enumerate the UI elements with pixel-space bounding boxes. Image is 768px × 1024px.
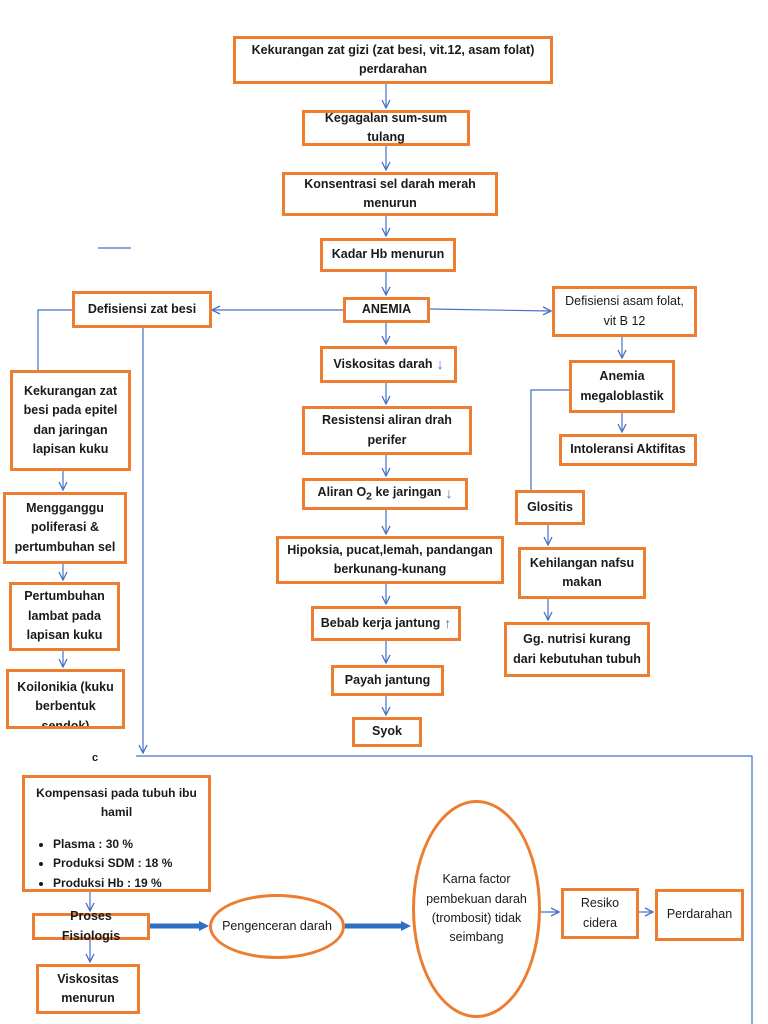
- node-kekurangan-zat-gizi: Kekurangan zat gizi (zat besi, vit.12, a…: [233, 36, 553, 84]
- node-resistensi-aliran: Resistensi aliran drah perifer: [302, 406, 472, 455]
- node-pengenceran-darah: Pengenceran darah: [209, 894, 345, 959]
- node-kegagalan-sumsum: Kegagalan sum-sum tulang: [302, 110, 470, 146]
- list-item: Plasma : 30 %: [53, 835, 200, 854]
- node-kehilangan-nafsu-makan: Kehilangan nafsu makan: [518, 547, 646, 599]
- kompensasi-title: Kompensasi pada tubuh ibu hamil: [36, 786, 197, 819]
- edge-n06-n15: [37, 309, 72, 370]
- down-arrow-icon: ↓: [436, 355, 444, 372]
- node-kompensasi-ibu-hamil: Kompensasi pada tubuh ibu hamil Plasma :…: [22, 775, 211, 892]
- node-proses-fisiologis: Proses Fisiologis: [32, 909, 150, 943]
- node-kadar-hb: Kadar Hb menurun: [320, 238, 456, 272]
- node-glositis: Glositis: [515, 490, 585, 525]
- node-kekurangan-zat-besi-epitel: Kekurangan zat besi pada epitel dan jari…: [10, 370, 131, 471]
- node-beban-kerja-jantung: Bebab kerja jantung↑: [311, 606, 461, 641]
- node-konsentrasi-sdm: Konsentrasi sel darah merah menurun: [282, 172, 498, 216]
- edge-n05-n07: [429, 309, 551, 311]
- up-arrow-icon: ↑: [444, 614, 452, 631]
- node-defisiensi-zat-besi: Defisiensi zat besi: [72, 291, 212, 328]
- node-viskositas-darah: Viskositas darah↓: [320, 346, 457, 383]
- node-resiko-cidera: Resiko cidera: [561, 888, 639, 939]
- node-syok: Syok: [352, 717, 422, 747]
- down-arrow-icon: ↓: [445, 485, 453, 502]
- node-pertumbuhan-lambat: Pertumbuhan lambat pada lapisan kuku: [9, 582, 120, 651]
- node-payah-jantung: Payah jantung: [331, 665, 444, 696]
- node-anemia: ANEMIA: [343, 297, 430, 323]
- node-defisiensi-asam-folat: Defisiensi asam folat, vit B 12: [552, 286, 697, 337]
- kompensasi-list: Plasma : 30 % Produksi SDM : 18 % Produk…: [33, 835, 200, 893]
- node-gg-nutrisi: Gg. nutrisi kurang dari kebutuhan tubuh: [504, 622, 650, 677]
- node-mengganggu-poliferasi: Mengganggu poliferasi & pertumbuhan sel: [3, 492, 127, 564]
- node-intoleransi-aktifitas: Intoleransi Aktifitas: [559, 434, 697, 466]
- node-viskositas-menurun: Viskositas menurun: [36, 964, 140, 1014]
- edge-bracket: [136, 755, 753, 1024]
- list-item: Produksi SDM : 18 %: [53, 854, 200, 873]
- node-aliran-o2: Aliran O2 ke jaringan↓: [302, 478, 468, 510]
- node-koilonikia: Koilonikia (kuku berbentuk sendok): [6, 669, 125, 729]
- node-anemia-megaloblastik: Anemia megaloblastik: [569, 360, 675, 413]
- stray-mark: c: [92, 752, 99, 764]
- edge-n19-n21: [530, 389, 569, 490]
- node-hipoksia: Hipoksia, pucat,lemah, pandangan berkuna…: [276, 536, 504, 584]
- list-item: Produksi Hb : 19 %: [53, 874, 200, 893]
- node-perdarahan: Perdarahan: [655, 889, 744, 941]
- node-karna-factor-pembekuan: Karna factor pembekuan darah (trombosit)…: [412, 800, 541, 1018]
